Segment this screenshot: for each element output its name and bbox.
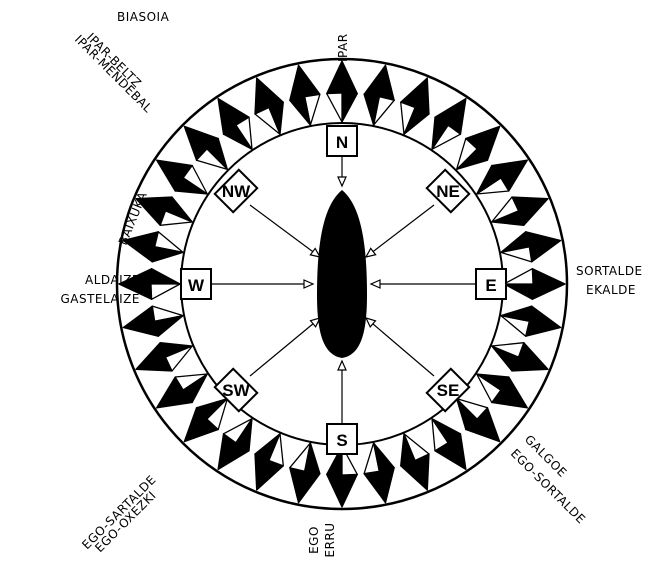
- spoke-arrowhead: [366, 248, 376, 257]
- spoke-arrowhead: [338, 361, 346, 370]
- direction-box-e: E: [476, 269, 506, 299]
- ring-spike-half: [327, 93, 342, 122]
- ring-triangle: [327, 61, 358, 94]
- spoke-arrowhead: [304, 280, 313, 288]
- wind-label-south-2: ERRU: [323, 522, 337, 557]
- wind-label-south-1: EGO: [307, 526, 321, 554]
- direction-label-n: N: [336, 133, 348, 152]
- wind-label-north: IPAR: [336, 33, 350, 62]
- ring-spike-half: [342, 93, 357, 122]
- wind-label-southwest-1: EGO-SARTALDE: [79, 472, 159, 552]
- spoke-arrowhead: [338, 177, 346, 186]
- direction-label-sw: SW: [222, 381, 250, 400]
- wind-label-north-northwest: BIASOIA: [117, 10, 170, 24]
- direction-label-s: S: [336, 431, 347, 450]
- direction-spoke: [250, 205, 320, 257]
- ring-triangle: [327, 474, 358, 507]
- wind-label-northwest-2: IPAR-MENDEBAL: [72, 32, 155, 115]
- ring-spike-half: [504, 284, 533, 299]
- ring-spike-half: [151, 269, 180, 284]
- ring-spike-half: [151, 284, 180, 299]
- ring-triangle: [532, 269, 565, 300]
- direction-label-se: SE: [437, 381, 460, 400]
- wind-label-west-1: ALDAIZE: [85, 273, 140, 287]
- direction-spoke: [366, 318, 434, 376]
- ring-spike-half: [504, 269, 533, 284]
- wind-label-east-1: SORTALDE: [576, 264, 643, 278]
- direction-label-nw: NW: [222, 182, 251, 201]
- spoke-arrowhead: [371, 280, 380, 288]
- direction-label-w: W: [188, 276, 205, 295]
- direction-spoke: [250, 318, 320, 376]
- wind-label-west-2: GASTELAIZE: [60, 292, 140, 306]
- direction-box-s: S: [327, 424, 357, 454]
- direction-box-w: W: [181, 269, 211, 299]
- direction-label-ne: NE: [436, 182, 460, 201]
- boat-hull: [317, 190, 367, 358]
- direction-label-e: E: [485, 276, 496, 295]
- direction-box-n: N: [327, 126, 357, 156]
- wind-label-east-2: EKALDE: [586, 283, 636, 297]
- direction-spoke: [366, 205, 434, 257]
